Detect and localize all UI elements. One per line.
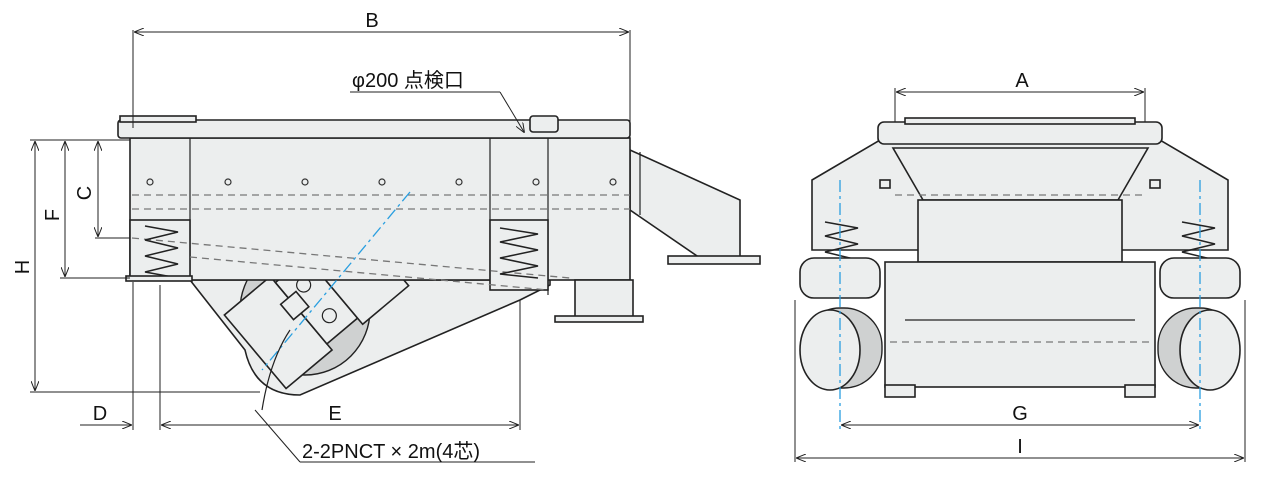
front-dimensions: A G I bbox=[794, 70, 1246, 462]
side-view bbox=[117, 115, 761, 411]
dim-C: C bbox=[74, 186, 96, 200]
dim-B: B bbox=[365, 10, 378, 32]
dim-E: E bbox=[328, 403, 341, 425]
inspection-port-label: φ200 点検口 bbox=[352, 69, 464, 92]
cable-label: 2-2PNCT × 2m(4芯) bbox=[302, 440, 480, 463]
dim-G: G bbox=[1012, 403, 1028, 425]
dim-H: H bbox=[12, 260, 34, 274]
dim-A: A bbox=[1015, 70, 1029, 92]
side-dimensions: B C F H D E φ200 点検口 2-2PNCT × 2m(4芯) bbox=[12, 10, 631, 463]
dim-I: I bbox=[1017, 436, 1023, 458]
bolts bbox=[146, 178, 617, 186]
dim-F: F bbox=[42, 209, 64, 221]
dim-D: D bbox=[93, 403, 107, 425]
front-view bbox=[799, 117, 1241, 430]
